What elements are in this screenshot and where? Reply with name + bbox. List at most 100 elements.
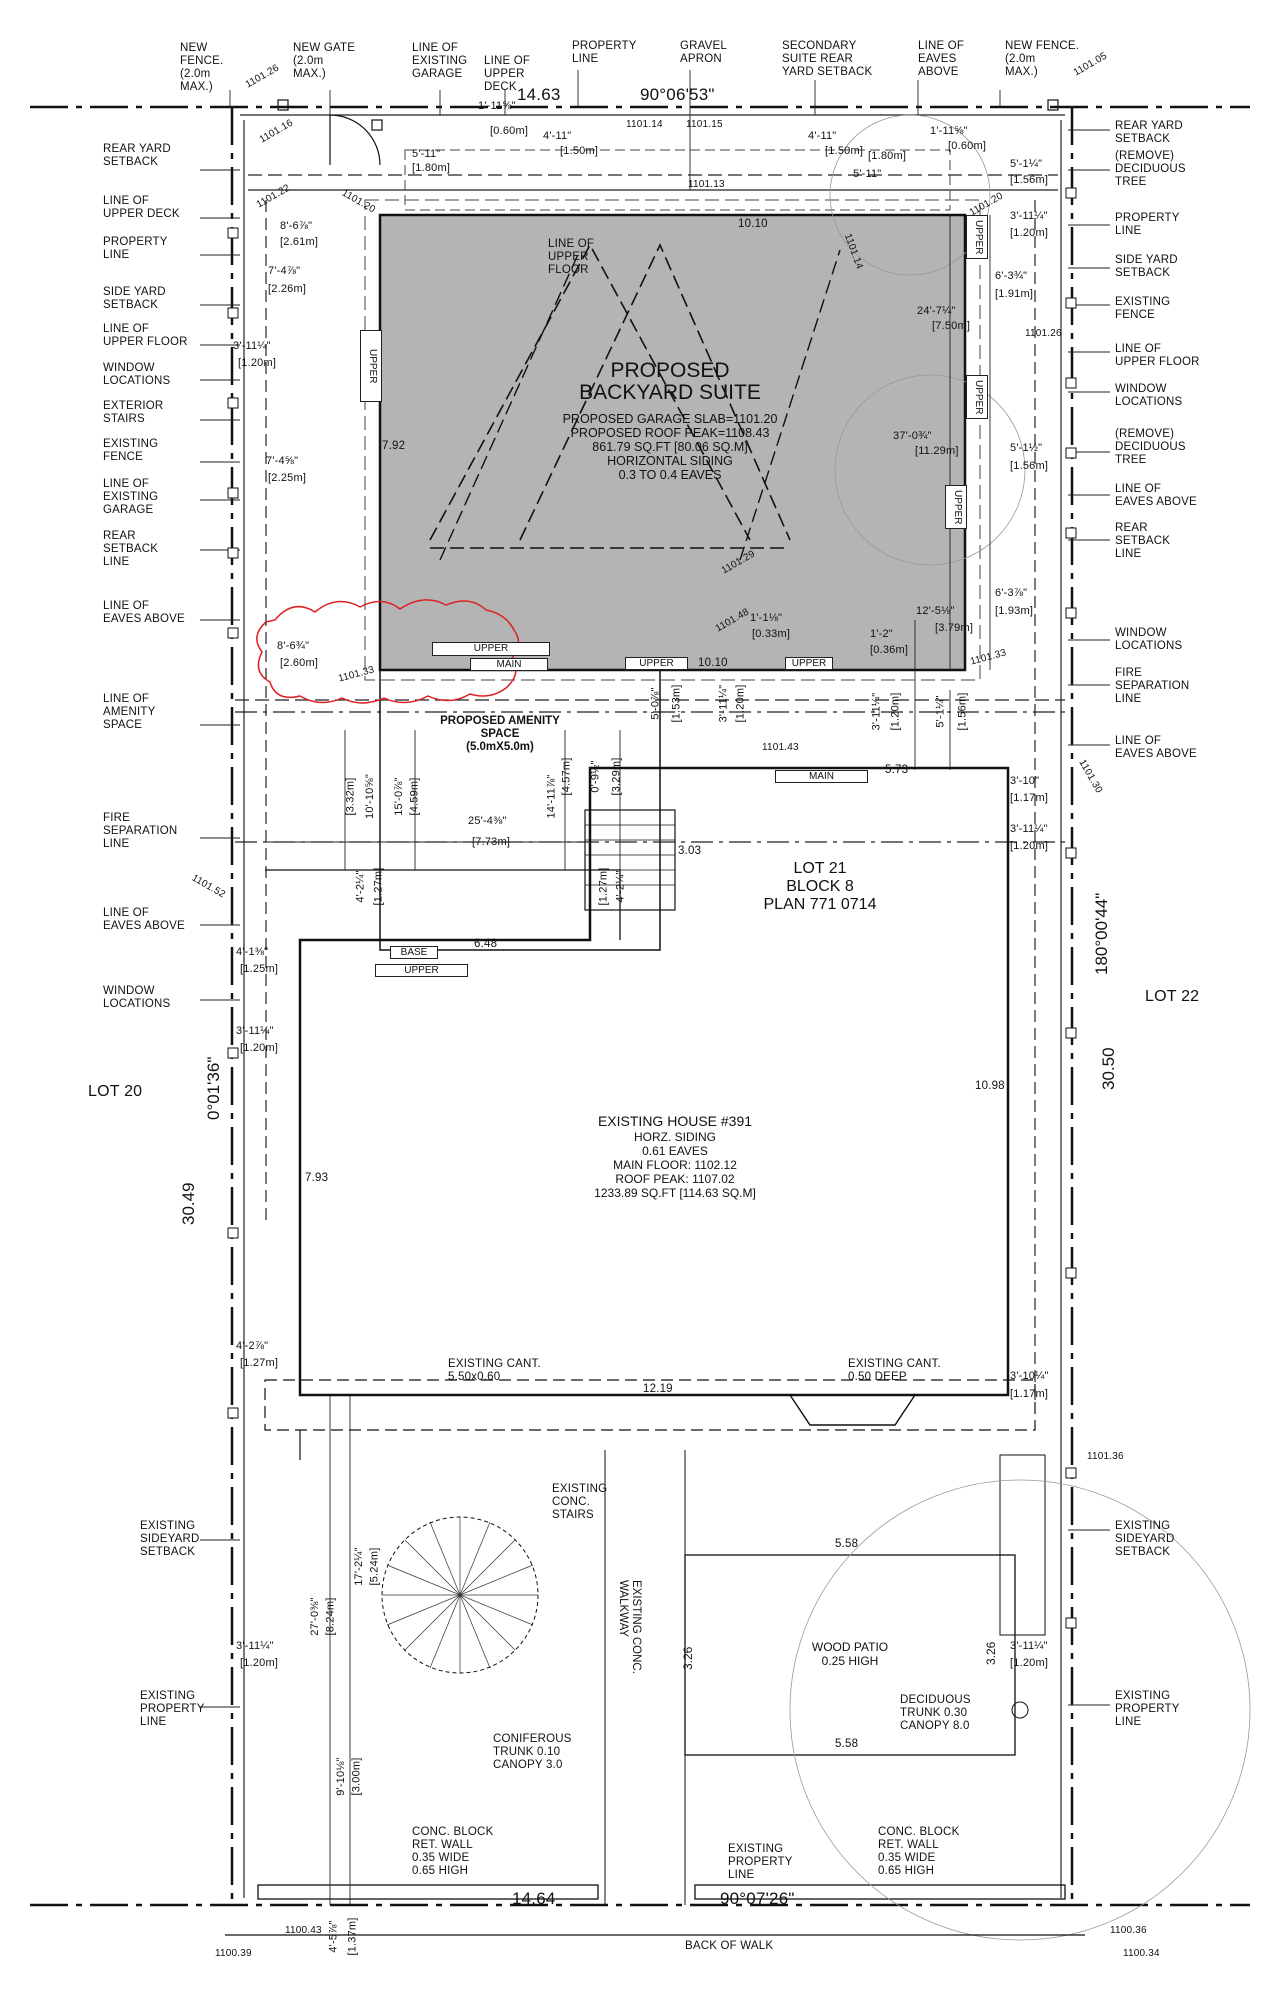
house-side-dim: 7.93	[305, 1172, 329, 1184]
label-right-existing-fence: EXISTING FENCE	[1115, 296, 1171, 321]
boundary-right-bearing: 180°00'44"	[1092, 892, 1111, 975]
dimension-label: [1.20m]	[238, 357, 277, 369]
dimension-label: [11.29m]	[915, 445, 959, 457]
label-new-fence-left: NEW FENCE. (2.0m MAX.)	[180, 42, 224, 93]
yard-retaining-wall-right: CONC. BLOCK RET. WALL 0.35 WIDE 0.65 HIG…	[878, 1826, 960, 1877]
dimension-label: [2.60m]	[280, 657, 319, 669]
label-gravel-apron: GRAVEL APRON	[680, 40, 728, 65]
leader-lines	[200, 70, 1110, 1905]
dimension-label: [0.33m]	[752, 628, 791, 640]
house-dim-573: 5.73	[885, 764, 909, 776]
yard-walkway-label: EXISTING CONC. WALKWAY	[617, 1580, 642, 1674]
dimension-label: 3'-11¼"	[1010, 823, 1048, 835]
backyard-suite	[364, 149, 981, 681]
dimension-label: [1.17m]	[1010, 1388, 1049, 1400]
dimension-label: 6'-3⅞"	[995, 587, 1028, 599]
label-left-fire-separation: FIRE SEPARATION LINE	[103, 812, 178, 850]
house-depth-dim: 10.98	[975, 1080, 1005, 1092]
dimension-label: [1.20m]	[889, 692, 902, 731]
dimension-label: [1.56m]	[1010, 174, 1049, 186]
dimension-label: [1.53m]	[670, 684, 683, 723]
window-tag: UPPER	[785, 657, 833, 670]
window-tag: UPPER	[966, 375, 988, 419]
label-right-existing-property-line: EXISTING PROPERTY LINE	[1115, 1690, 1180, 1728]
label-right-eaves-above: LINE OF EAVES ABOVE	[1115, 483, 1197, 508]
dimension-label: [0.60m]	[490, 125, 529, 137]
label-right-remove-tree-1: (REMOVE) DECIDUOUS TREE	[1115, 150, 1186, 188]
house-cant-right: EXISTING CANT. 0.50 DEEP	[848, 1358, 941, 1383]
label-right-window-locations: WINDOW LOCATIONS	[1115, 383, 1183, 408]
dimension-label: [1.56m]	[1010, 460, 1049, 472]
label-right-fire-separation: FIRE SEPARATION LINE	[1115, 667, 1190, 705]
label-right-rear-yard-setback: REAR YARD SETBACK	[1115, 120, 1183, 145]
label-left-amenity-space: LINE OF AMENITY SPACE	[103, 693, 156, 731]
dimension-label: 4'-2¼"	[354, 870, 367, 903]
dimension-label: 3'-11¼"	[717, 684, 730, 723]
dimension-label: 27'-0⅜"	[308, 1597, 321, 1636]
label-left-window-locations: WINDOW LOCATIONS	[103, 362, 171, 387]
dimension-label: [1.20m]	[734, 684, 747, 723]
suite-upper-floor-note: LINE OF UPPER FLOOR	[548, 238, 595, 276]
dimension-label: [3.79m]	[935, 622, 974, 634]
dimension-label: [1.37m]	[346, 1917, 359, 1956]
dimension-label: [1.50m]	[560, 145, 599, 157]
window-tag: UPPER	[432, 642, 550, 656]
label-left-rear-yard-setback: REAR YARD SETBACK	[103, 143, 171, 168]
label-left-existing-property-line: EXISTING PROPERTY LINE	[140, 1690, 205, 1728]
label-right-property-line: PROPERTY LINE	[1115, 212, 1180, 237]
lot-22-label: LOT 22	[1145, 988, 1200, 1005]
label-left-upper-floor: LINE OF UPPER FLOOR	[103, 323, 188, 348]
elevation-spot: 1100.34	[1123, 1948, 1160, 1959]
label-new-fence-right: NEW FENCE. (2.0m MAX.)	[1005, 40, 1080, 78]
yard-coniferous-label: CONIFEROUS TRUNK 0.10 CANOPY 3.0	[493, 1733, 572, 1771]
yard-property-line-label: EXISTING PROPERTY LINE	[728, 1843, 793, 1881]
label-left-existing-fence: EXISTING FENCE	[103, 438, 159, 463]
dimension-label: [8.24m]	[324, 1597, 337, 1636]
property-boundary	[30, 105, 1250, 1907]
label-left-eaves-above-1: LINE OF EAVES ABOVE	[103, 600, 185, 625]
dimension-label: 15'-0⅞"	[392, 777, 405, 816]
label-left-property-line: PROPERTY LINE	[103, 236, 168, 261]
dimension-label: 4'-11"	[543, 130, 572, 142]
coniferous-tree-symbol	[382, 1517, 538, 1673]
house-width-dim: 12.19	[643, 1383, 673, 1395]
dimension-label: [1.50m]	[825, 145, 864, 157]
yard-patio-dim-top: 5.58	[835, 1538, 859, 1550]
dimension-label: [3.32m]	[344, 777, 357, 816]
boundary-top-length: 14.63	[517, 85, 561, 104]
dimension-label: 1'-1⅛"	[750, 612, 783, 624]
boundary-top-bearing: 90°06'53"	[640, 85, 715, 104]
dimension-label: 1'-2"	[870, 628, 893, 640]
label-right-upper-floor: LINE OF UPPER FLOOR	[1115, 343, 1200, 368]
boundary-left-bearing: 0°01'36"	[204, 1056, 223, 1120]
dimension-label: 4'-1⅜"	[236, 946, 269, 958]
dimension-label: 3'-11¼"	[233, 340, 271, 352]
label-line-eaves-above-top: LINE OF EAVES ABOVE	[918, 40, 965, 78]
suite-depth-dim: 7.92	[382, 440, 406, 452]
label-property-line-top: PROPERTY LINE	[572, 40, 637, 65]
dimension-label: [2.26m]	[268, 283, 307, 295]
yard-stairs-label: EXISTING CONC. STAIRS	[552, 1483, 608, 1521]
house-dim-303: 3.03	[678, 845, 702, 857]
yard-patio-label: WOOD PATIO 0.25 HIGH	[811, 1640, 889, 1668]
boundary-right-length: 30.50	[1099, 1047, 1118, 1090]
yard-patio-dim-bottom: 5.58	[835, 1738, 859, 1750]
dimension-label: 14'-11⅞"	[545, 774, 558, 819]
front-yard	[225, 114, 1251, 1941]
dimension-label: 7'-4⅞"	[268, 265, 301, 277]
label-right-rear-setback: REAR SETBACK LINE	[1115, 522, 1171, 560]
window-tag: UPPER	[945, 485, 967, 529]
dimension-label: [1.20m]	[1010, 1657, 1049, 1669]
back-of-walk-label: BACK OF WALK	[685, 1940, 774, 1952]
fence-posts	[227, 187, 1077, 1629]
elevation-spot: 1100.43	[285, 1925, 322, 1936]
elevation-spot: 1101.13	[688, 179, 725, 190]
dimension-label: [1.27m]	[240, 1357, 279, 1369]
dimension-label: [5.24m]	[368, 1547, 381, 1586]
dimension-label: 5'-11"	[412, 148, 441, 160]
elevation-spot: 1101.15	[686, 119, 723, 130]
suite-width-dim: 10.10	[738, 218, 768, 230]
label-right-existing-sideyard: EXISTING SIDEYARD SETBACK	[1115, 1520, 1175, 1558]
window-tag: MAIN	[775, 770, 868, 783]
window-tag: UPPER	[966, 215, 988, 259]
